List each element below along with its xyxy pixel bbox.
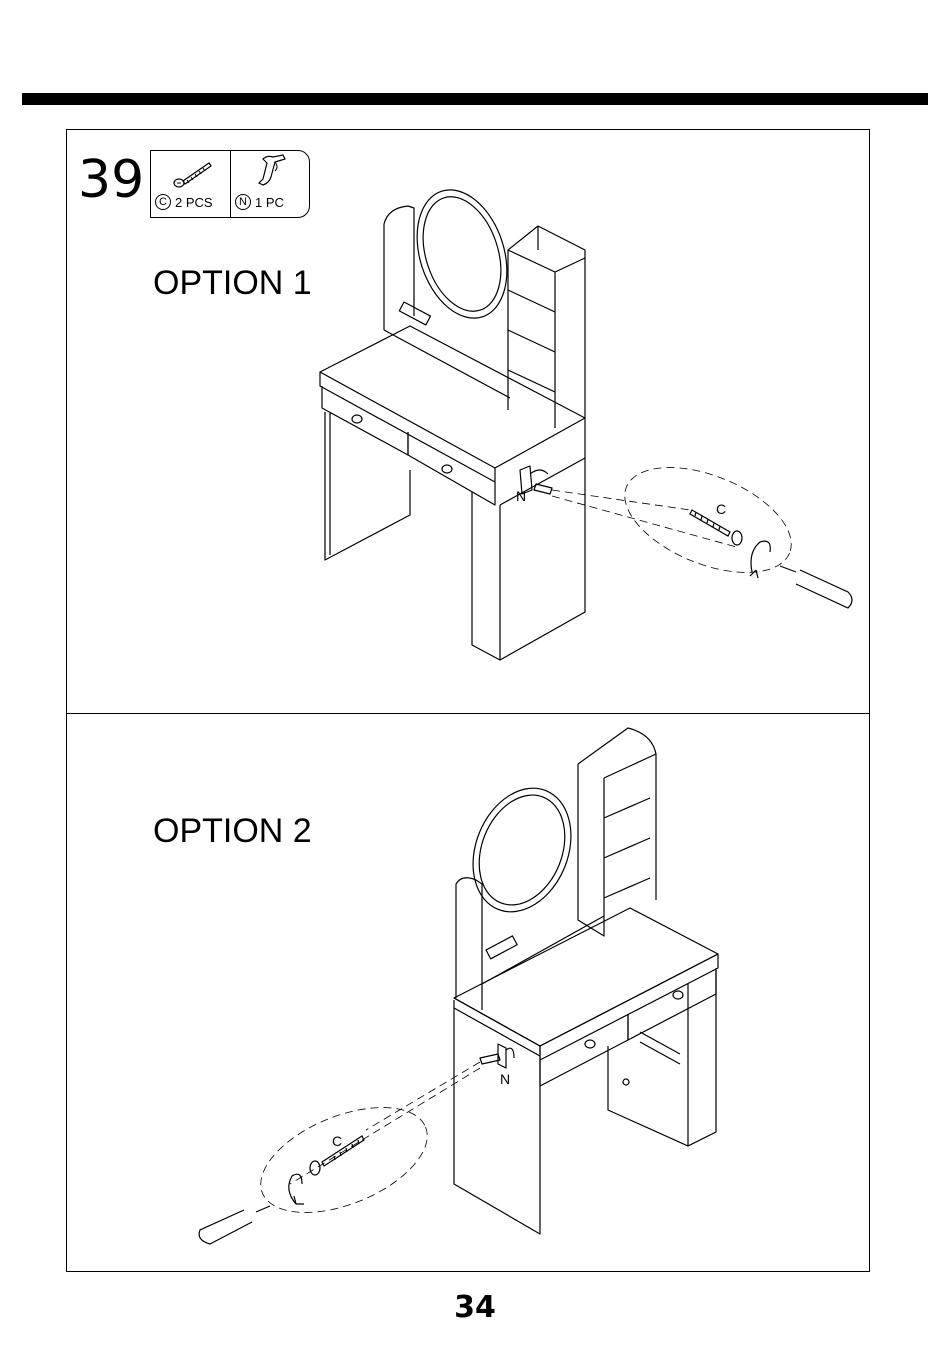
page-number: 34 bbox=[0, 1290, 950, 1325]
option-2-screw-callout: C bbox=[332, 1133, 342, 1149]
option-1-bracket-callout: N bbox=[516, 488, 526, 504]
option-2-bracket-callout: N bbox=[500, 1071, 510, 1087]
option-2-illustration: N C bbox=[0, 714, 950, 1272]
option-1-illustration: N C bbox=[0, 0, 950, 714]
option-1-screw-callout: C bbox=[716, 501, 726, 517]
